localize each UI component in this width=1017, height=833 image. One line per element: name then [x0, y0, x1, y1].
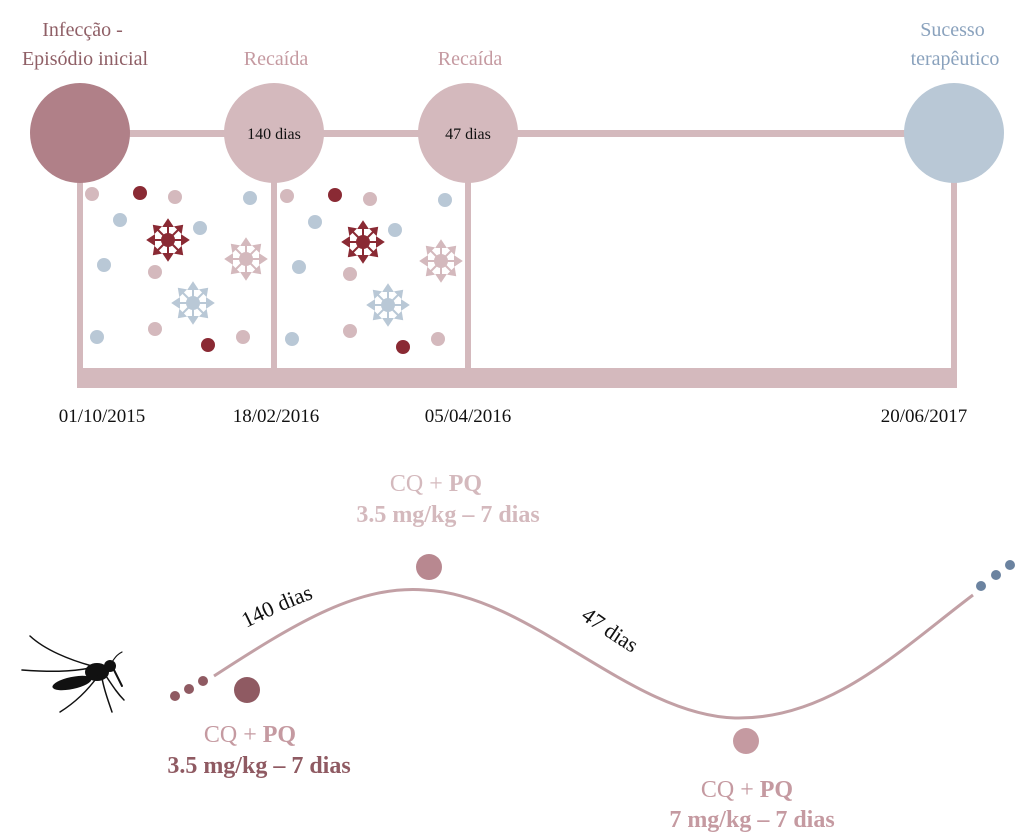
parasite-dot [148, 322, 162, 336]
stage-title-initial: Infecção - Episódio inicial [22, 19, 149, 70]
stage-title-relapse-2: Recaída [438, 48, 503, 70]
drug-prefix: CQ + [390, 471, 449, 497]
treatment-drug: CQ + PQ [204, 722, 296, 748]
drug-prefix: CQ + [701, 777, 760, 803]
circle-label: 47 dias [445, 126, 491, 143]
parasite-dot [148, 265, 162, 279]
date-label: 01/10/2015 [59, 406, 146, 427]
parasite-icon [342, 221, 384, 263]
drug-bold: PQ [263, 722, 296, 748]
timeline-divider [271, 175, 277, 370]
drug-bold: PQ [449, 471, 482, 497]
treatment-drug: CQ + PQ [701, 777, 793, 803]
drug-bold: PQ [760, 777, 793, 803]
parasite-dot [113, 213, 127, 227]
date-label: 20/06/2017 [881, 406, 968, 427]
trail-dot [991, 570, 1001, 580]
timeline-divider [465, 175, 471, 370]
treatment-marker [733, 728, 759, 754]
parasite-dot [363, 192, 377, 206]
parasite-icon [420, 240, 462, 282]
interval-label: 140 dias [237, 579, 315, 632]
parasite-dot [292, 260, 306, 274]
treatment-dose: 3.5 mg/kg – 7 dias [167, 753, 350, 779]
parasite-dot [343, 324, 357, 338]
parasite-icon [367, 284, 409, 326]
treatment-marker [416, 554, 442, 580]
trail-dot [184, 684, 194, 694]
circle-label: 140 dias [247, 126, 301, 143]
parasite-dot [438, 193, 452, 207]
parasite-dot [90, 330, 104, 344]
treatment-dose: 3.5 mg/kg – 7 dias [356, 502, 539, 528]
parasite-dot [396, 340, 410, 354]
trail-dot [170, 691, 180, 701]
parasite-dot [431, 332, 445, 346]
parasite-dot [85, 187, 99, 201]
stage-title-line: Episódio inicial [22, 48, 149, 70]
stage-circle-relapse-1 [224, 83, 324, 183]
timeline-divider [951, 175, 957, 370]
stage-title-line: terapêutico [911, 48, 1000, 70]
parasite-dot [201, 338, 215, 352]
parasite-icon [147, 219, 189, 261]
parasite-dot [168, 190, 182, 204]
parasite-dot [97, 258, 111, 272]
parasite-dot [280, 189, 294, 203]
trail-dot [976, 581, 986, 591]
parasite-panel [280, 188, 462, 354]
treatment-curve: 140 dias 47 dias CQ + PQ 3.5 mg/kg – 7 d… [167, 471, 1015, 833]
parasite-dot [343, 267, 357, 281]
interval-label-path: 47 dias [577, 602, 643, 658]
parasite-dot [133, 186, 147, 200]
stage-title-line: Sucesso [920, 19, 984, 41]
interval-label-path: 140 dias [237, 579, 315, 632]
interval-label: 47 dias [577, 602, 643, 658]
parasite-dot [236, 330, 250, 344]
parasite-panel [85, 186, 267, 352]
parasite-dot [285, 332, 299, 346]
treatment-dose: 7 mg/kg – 7 dias [669, 807, 834, 833]
drug-prefix: CQ + [204, 722, 263, 748]
stage-circle-initial [30, 83, 130, 183]
stage-title-relapse-1: Recaída [244, 48, 309, 70]
parasite-dot [193, 221, 207, 235]
stage-circle-relapse-2 [418, 83, 518, 183]
date-label: 18/02/2016 [233, 406, 320, 427]
treatment-marker [234, 677, 260, 703]
treatment-drug: CQ + PQ [390, 471, 482, 497]
parasite-dot [308, 215, 322, 229]
trail-dot [198, 676, 208, 686]
stage-circle-success [904, 83, 1004, 183]
stage-title-success: Sucesso terapêutico [911, 19, 1000, 70]
timeline-divider [77, 175, 83, 370]
parasite-dot [328, 188, 342, 202]
parasite-icon [225, 238, 267, 280]
parasite-icon [172, 282, 214, 324]
parasite-dot [388, 223, 402, 237]
parasite-dot [243, 191, 257, 205]
timeline: 140 dias 47 dias Infecção - Episódio ini… [22, 19, 1004, 427]
mosquito-icon [21, 635, 125, 713]
trail-dot [1005, 560, 1015, 570]
date-label: 05/04/2016 [425, 406, 512, 427]
stage-title-line: Infecção - [42, 19, 123, 41]
timeline-bar [77, 368, 957, 388]
